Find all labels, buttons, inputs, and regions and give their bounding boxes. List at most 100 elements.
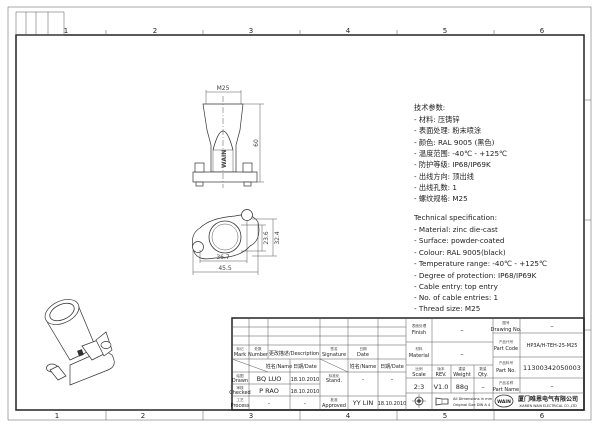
spec-cn-line: - 材料: 压铸锌 (414, 115, 460, 124)
front-view: WAIN M25 60 (192, 85, 264, 188)
projection-symbol-icon (412, 394, 449, 408)
ruler-bottom-6: 6 (540, 412, 545, 420)
name-col-label: 姓名/Name (266, 363, 292, 370)
part-code-label: Part Code (494, 346, 518, 352)
ruler-bottom-1: 1 (55, 412, 59, 420)
spec-en-line: - Surface: powder-coated (414, 236, 504, 245)
spec-cn-line: - 螺纹规格: M25 (414, 194, 468, 203)
signature-cn: 签名 (330, 346, 338, 351)
ruler-bottom-3: 3 (249, 412, 253, 420)
ruler-bottom-2: 2 (141, 412, 145, 420)
process-date: – (304, 401, 307, 407)
spec-en-block: Technical specification: - Material: zin… (413, 213, 547, 313)
date-cn: 日期 (359, 346, 367, 351)
process-label: Process (231, 403, 250, 409)
finish-cn: 表面处理 (412, 323, 427, 328)
screw-right (242, 162, 253, 173)
part-code-value: HP3A/H-TEH-25-M25 (527, 343, 578, 349)
dimensions-note: All Dimensions in mm (453, 397, 493, 401)
dim-thread: M25 (217, 85, 230, 92)
ruler-top-1: 1 (64, 27, 68, 35)
spec-cn-block: 技术参数: - 材料: 压铸锌 - 表面处理: 粉末喷涂 - 颜色: RAL 9… (414, 103, 507, 203)
approved-date: 18.10.2010 (378, 401, 407, 407)
drawn-label: Drawn (232, 378, 248, 384)
scale-label: Scale (412, 372, 425, 378)
description-label: 更改描述/Description (269, 350, 319, 357)
approved-label: Approved (322, 403, 346, 409)
drawing-no-cn: 图号 (502, 320, 510, 325)
stand-label: Stand. (326, 378, 343, 384)
scale-value: 2:3 (414, 383, 424, 391)
revision-boxes (15, 11, 65, 36)
spec-cn-line: - 出线孔数: 1 (414, 183, 457, 192)
drawing-no-value: – (550, 322, 553, 330)
company-logo: WAIN (494, 394, 514, 408)
outer-frame (7, 6, 592, 421)
process-name: – (268, 401, 271, 407)
company-name-cn: 厦门唯恩电气有限公司 (518, 395, 578, 403)
number-cn: 处数 (254, 346, 262, 351)
spec-en-line: - No. of cable entries: 1 (414, 293, 498, 302)
checked-date: 18.10.2010 (291, 389, 320, 395)
ruler-bottom-5: 5 (443, 412, 447, 420)
title-block: 标记 Mark 处数 Number 更改描述/Description 签名 Si… (229, 317, 585, 411)
bottom-view: 23.6 32.4 36.7 45.5 (191, 209, 281, 275)
finish-label: Finish (412, 330, 426, 336)
number-label: Number (248, 352, 269, 358)
date-col-label: 日期/Date (293, 364, 317, 370)
ruler-top-6: 6 (540, 27, 545, 35)
isometric-view (44, 299, 115, 386)
drawing-no-label: Drawing No. (491, 327, 522, 333)
checked-cn: 审核 (236, 385, 244, 390)
spec-cn-title: 技术参数: (414, 103, 445, 112)
weight-cn: 重量 (458, 366, 466, 371)
screw-left (194, 162, 205, 173)
name-col-label-2: 姓名/Name (350, 363, 376, 370)
rev-label: REV. (436, 372, 447, 378)
checked-label: Checked (229, 390, 250, 396)
spec-cn-line: - 出线方向: 顶出线 (414, 172, 474, 181)
spec-cn-line: - 防护等级: IP68/IP69K (414, 160, 491, 169)
scale-cn: 比例 (415, 366, 423, 371)
qty-value: – (481, 383, 484, 391)
spec-en-line: - Temperature range: -40℃ - +125℃ (414, 259, 547, 268)
rev-value: V1.0 (434, 383, 449, 391)
spec-cn-line: - 温度范围: -40℃ - +125℃ (414, 149, 507, 158)
drawn-date: 18.10.2010 (291, 377, 320, 383)
ruler-top-3: 3 (249, 27, 253, 35)
part-name-cn: 产品名称 (499, 380, 514, 385)
spec-en-line: - Colour: RAL 9005(black) (414, 248, 506, 257)
spec-en-line: - Degree of protection: IP68/IP69K (414, 271, 537, 280)
front-logo-text: WAIN (221, 150, 228, 168)
mark-cn: 标记 (236, 346, 244, 351)
rev-cn: 版本 (437, 366, 445, 371)
material-value: – (460, 350, 463, 358)
original-size-note: Original Size DIN A 4 (453, 403, 491, 407)
part-no-label: Part No. (496, 368, 516, 374)
mark-label: Mark (234, 352, 246, 358)
dim-outer-width: 45.5 (218, 265, 232, 272)
process-cn: 工艺 (236, 397, 244, 402)
bottom-screw-left (192, 241, 204, 253)
signature-label: Signature (322, 352, 346, 358)
dim-height: 60 (253, 139, 260, 147)
qty-cn: 数量 (479, 366, 487, 371)
weight-label: Weight (453, 372, 470, 378)
part-no-value: 11300342050003 (523, 364, 581, 372)
spec-en-line: - Material: zinc die-cast (414, 225, 498, 234)
part-no-cn: 产品料号 (499, 360, 514, 365)
spec-en-title: Technical specification: (413, 213, 497, 222)
bottom-screw-right (241, 209, 253, 221)
logo-text: WAIN (497, 399, 511, 405)
ruler-ticks (105, 30, 591, 420)
approved-cn: 批准 (330, 397, 338, 402)
ruler-top-2: 2 (153, 27, 157, 35)
drawn-name: BQ LUO (257, 375, 282, 383)
spec-en-line: - Thread size: M25 (414, 304, 480, 313)
stand-name: – (362, 377, 365, 383)
spec-cn-line: - 表面处理: 粉末喷涂 (414, 126, 481, 135)
drawn-cn: 绘图 (236, 373, 244, 378)
date-label: Date (357, 352, 369, 358)
